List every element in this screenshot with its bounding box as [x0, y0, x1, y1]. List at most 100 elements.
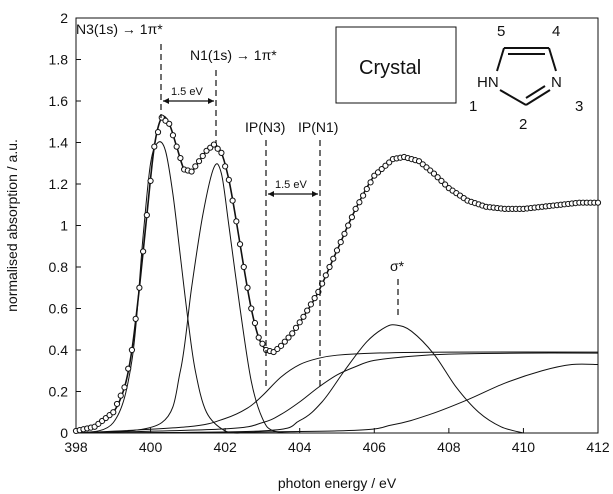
- sigma-star-label: σ*: [390, 258, 405, 274]
- data-point: [188, 168, 195, 175]
- y-axis-title: normalised absorption / a.u.: [4, 139, 20, 312]
- data-point: [442, 181, 449, 188]
- y-tick-label: 1.2: [49, 176, 69, 192]
- data-point: [173, 143, 180, 150]
- data-point: [222, 163, 229, 170]
- data-point: [229, 197, 236, 204]
- data-point: [434, 174, 441, 181]
- data-point: [154, 129, 162, 136]
- data-point: [438, 177, 445, 184]
- data-point: [386, 159, 393, 166]
- x-tick-label: 398: [64, 439, 88, 455]
- y-tick-label: 1.4: [49, 135, 69, 151]
- ring-number-5: 5: [497, 23, 505, 40]
- data-point: [292, 324, 300, 331]
- imidazole-structure: HN N 5 4 1 2 3: [469, 23, 583, 133]
- crystal-box: [335, 26, 457, 104]
- data-point: [151, 143, 158, 150]
- gap2-arrowhead-left: [268, 191, 274, 197]
- data-point: [378, 165, 385, 173]
- ip-n3-label: IP(N3): [245, 119, 285, 135]
- data-point: [311, 295, 318, 302]
- x-tick-label: 404: [288, 439, 312, 455]
- data-point: [337, 239, 344, 246]
- data-point: [304, 307, 311, 314]
- data-point: [192, 163, 199, 170]
- series-line-2: [94, 163, 300, 434]
- data-point: [352, 205, 359, 212]
- data-point: [225, 176, 232, 183]
- x-tick-label: 410: [512, 439, 536, 455]
- data-point: [214, 145, 221, 152]
- data-point: [322, 272, 329, 279]
- data-point: [121, 384, 128, 391]
- data-point: [296, 319, 303, 326]
- data-point: [341, 230, 348, 237]
- annotations: N3(1s) → 1π* N1(1s) → 1π* 1.5 eV IP(N3) …: [76, 21, 457, 390]
- x-tick-label: 406: [363, 439, 387, 455]
- data-point: [113, 400, 121, 408]
- ip-n1-label: IP(N1): [298, 119, 338, 135]
- n3-transition-label: N3(1s) → 1π*: [76, 21, 163, 37]
- data-point: [136, 284, 143, 291]
- data-point: [244, 284, 251, 291]
- crystal-label: Crystal: [359, 57, 421, 79]
- data-point: [259, 340, 266, 347]
- data-markers: [72, 114, 602, 435]
- data-point: [236, 241, 244, 248]
- x-tick-label: 400: [139, 439, 163, 455]
- data-point: [132, 315, 139, 322]
- data-point: [307, 301, 314, 308]
- n-atom-label: N: [551, 74, 562, 91]
- data-point: [363, 185, 370, 193]
- data-point: [233, 218, 240, 225]
- data-point: [128, 346, 136, 354]
- gap1-arrowhead-left: [163, 98, 169, 104]
- series-line-4: [75, 352, 599, 434]
- data-point: [289, 330, 296, 337]
- fitted-curves: [75, 115, 599, 434]
- data-point: [147, 177, 154, 184]
- x-tick-label: 412: [586, 439, 610, 455]
- gap2-label: 1.5 eV: [275, 179, 307, 191]
- series-line-5: [75, 324, 524, 434]
- y-tick-label: 0.4: [49, 342, 69, 358]
- nh-atom-label: HN: [477, 74, 499, 91]
- data-point: [348, 214, 356, 221]
- data-point: [330, 255, 337, 262]
- x-axis-title: photon energy / eV: [278, 475, 397, 491]
- x-tick-label: 408: [437, 439, 461, 455]
- gap1-label: 1.5 eV: [171, 86, 203, 98]
- data-point: [140, 248, 147, 255]
- data-point: [117, 392, 124, 399]
- data-point: [285, 334, 292, 341]
- data-point: [360, 192, 367, 199]
- data-point: [210, 141, 218, 148]
- series-line-1: [75, 141, 244, 434]
- data-point: [125, 365, 132, 372]
- ring-number-4: 4: [552, 23, 560, 40]
- data-point: [255, 334, 262, 341]
- data-point: [594, 199, 602, 206]
- y-tick-label: 0: [60, 425, 68, 441]
- data-point: [281, 338, 288, 345]
- series-line-6: [75, 363, 599, 434]
- ring-number-2: 2: [519, 116, 527, 133]
- series-line-3: [75, 351, 599, 434]
- data-point: [345, 222, 352, 229]
- data-point: [166, 120, 173, 127]
- data-point: [326, 263, 333, 271]
- data-point: [430, 170, 438, 177]
- data-point: [382, 162, 389, 169]
- data-point: [300, 313, 307, 320]
- data-point: [110, 409, 117, 416]
- data-point: [199, 152, 206, 160]
- data-point: [177, 154, 184, 162]
- y-tick-label: 2: [60, 10, 68, 26]
- n1-transition-label: N1(1s) → 1π*: [190, 47, 277, 63]
- ring-number-1: 1: [469, 98, 477, 115]
- data-point: [195, 158, 203, 165]
- ring-number-3: 3: [575, 98, 583, 115]
